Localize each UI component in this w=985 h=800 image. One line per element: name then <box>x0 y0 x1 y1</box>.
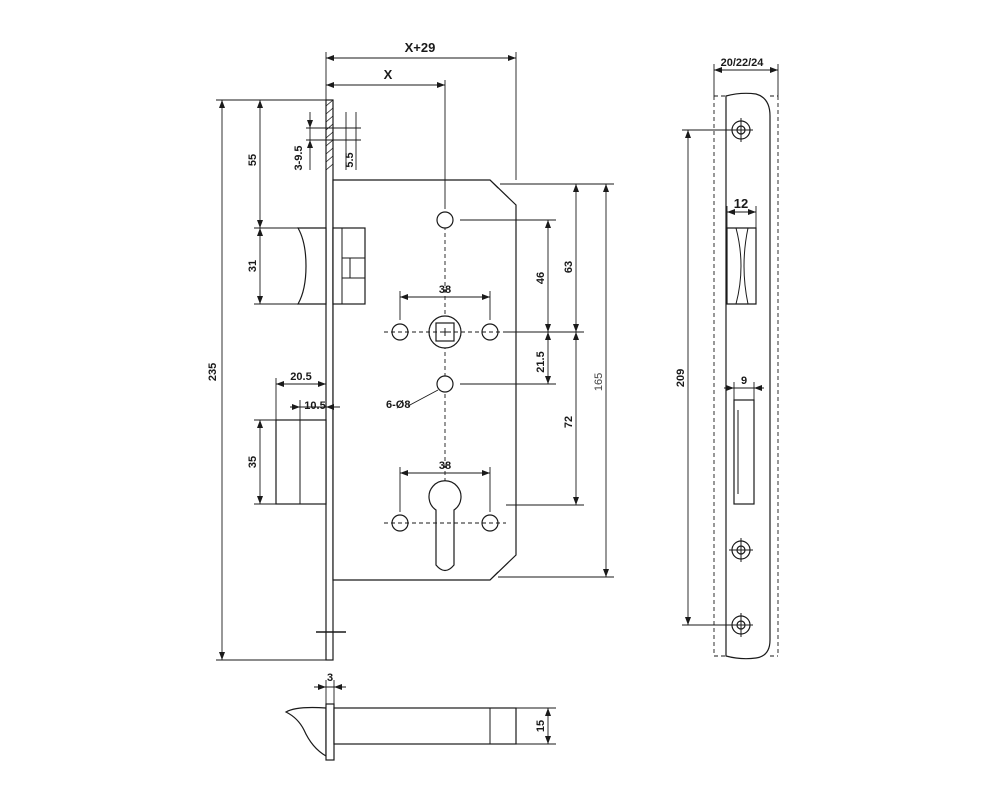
dim-bolt-height: 15 <box>535 720 547 732</box>
bottom-faceplate <box>325 703 335 761</box>
dim-deadbolt-depth: 10.5 <box>304 400 325 412</box>
dim-faceplate-width: 20/22/24 <box>721 57 765 69</box>
dim-bolt-slot-width: 9 <box>741 375 747 387</box>
dead-bolt <box>275 419 327 505</box>
bottom-view: 3 15 <box>284 672 556 761</box>
faceplate-screw-middle <box>729 538 753 562</box>
dim-spindle-to-top-hole: 46 <box>535 272 547 284</box>
dim-latch-slot-width: 12 <box>734 196 748 211</box>
dim-x: X <box>384 67 393 82</box>
front-view: X+29 X 235 55 31 3-9.5 <box>207 40 614 661</box>
dim-case-height: 165 <box>593 373 605 391</box>
bottom-latch-profile <box>284 706 327 758</box>
faceplate-screw-top <box>729 118 753 142</box>
bottom-case <box>333 707 517 745</box>
dim-faceplate-thickness-range: 3-9.5 <box>293 145 305 170</box>
faceplate-side-view: 20/22/24 209 12 9 <box>675 57 779 660</box>
faceplate-outline <box>725 92 771 660</box>
dim-deadbolt-height: 35 <box>247 456 259 468</box>
dim-handle-hole-spacing: 38 <box>439 284 451 296</box>
dim-x-plus-29: X+29 <box>405 40 436 55</box>
latch-housing <box>332 227 366 305</box>
faceplate-hatch <box>325 99 334 171</box>
euro-cylinder-cutout <box>428 480 462 572</box>
dim-spindle-to-cylinder: 72 <box>563 416 575 428</box>
dim-faceplate-bottom-thickness: 3 <box>327 672 333 684</box>
mounting-hole-middle <box>436 375 454 393</box>
faceplate-screw-bottom <box>729 613 753 637</box>
dim-mounting-holes: 6-Ø8 <box>386 399 410 411</box>
dim-cylinder-hole-spacing: 38 <box>439 460 451 472</box>
dim-spindle-to-middle-hole: 21.5 <box>535 351 547 372</box>
dim-latch-bolt-height: 31 <box>247 260 259 272</box>
mounting-hole-top <box>436 211 454 229</box>
dim-overall-height: 235 <box>207 363 219 381</box>
deadbolt-slot <box>733 399 755 505</box>
dim-deadbolt-throw: 20.5 <box>290 371 311 383</box>
dim-spindle-to-top: 63 <box>563 261 575 273</box>
dim-strike-screw-spacing: 209 <box>675 369 687 387</box>
faceplate <box>325 99 334 661</box>
spindle-hub <box>428 315 462 349</box>
dim-screw-offset: 5.5 <box>344 152 356 167</box>
latch-bolt <box>296 227 327 305</box>
dim-latch-height: 55 <box>247 154 259 166</box>
